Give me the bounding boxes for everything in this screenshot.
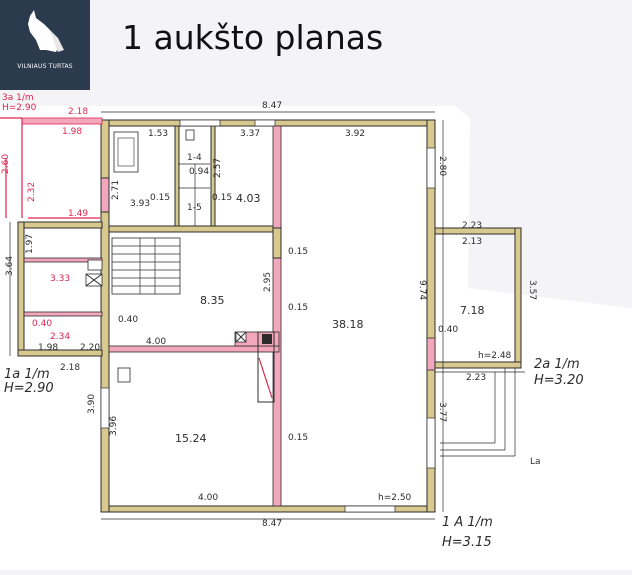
room-labels: 1.98 3.93 1-4 1-5 4.03 38.18 8.35 3.33 2… xyxy=(50,127,485,445)
dim-2-80: 2.80 xyxy=(437,156,447,176)
label-h-2-90-top: H=2.90 xyxy=(2,103,37,113)
dim-1-49: 1.49 xyxy=(68,209,88,219)
dim-0-15-d: 0.15 xyxy=(288,303,308,313)
stove xyxy=(117,331,275,403)
dim-1-53: 1.53 xyxy=(148,129,168,139)
dim-0-15-e: 0.15 xyxy=(288,433,308,443)
room-label-8-35: 8.35 xyxy=(200,294,225,307)
dim-3-64: 3.64 xyxy=(5,256,15,276)
staircase xyxy=(111,237,181,295)
label-h-3-15: H=3.15 xyxy=(442,535,492,550)
paper-sheet xyxy=(0,106,632,570)
bathroom-fixtures xyxy=(113,129,210,226)
openings xyxy=(100,119,436,513)
dimension-labels: 8.47 2.18 1.53 3.37 3.92 3a 1/m H=2.90 2… xyxy=(1,93,584,550)
dim-0-40-c: 0.40 xyxy=(32,319,52,329)
dim-0-40-a: 0.40 xyxy=(118,315,138,325)
dim-2-18-b: 2.18 xyxy=(60,363,80,373)
room-label-3-93: 3.93 xyxy=(130,199,150,209)
label-h-2-90: H=2.90 xyxy=(4,381,54,396)
dim-2-60: 2.60 xyxy=(1,154,11,174)
label-h-3-20: H=3.20 xyxy=(534,373,584,388)
label-2a: 2a 1/m xyxy=(534,357,580,372)
label-3a: 3a 1/m xyxy=(2,93,34,103)
dim-2-32: 2.32 xyxy=(27,182,37,202)
dim-0-94: 0.94 xyxy=(189,167,209,177)
right-annex xyxy=(434,227,525,457)
dim-h-2-50: h=2.50 xyxy=(378,493,412,503)
page-title: 1 aukšto planas xyxy=(122,18,384,57)
dim-2-20: 2.20 xyxy=(80,343,100,353)
wolf-logo-icon xyxy=(28,10,64,52)
room-label-1-5: 1-5 xyxy=(187,203,202,213)
dim-4-00-b: 4.00 xyxy=(198,493,218,503)
dim-2-18: 2.18 xyxy=(68,107,88,117)
room-label-2-34: 2.34 xyxy=(50,332,70,342)
dim-h-2-48: h=2.48 xyxy=(478,351,512,361)
dim-0-15-b: 0.15 xyxy=(212,193,232,203)
dim-0-15-a: 0.15 xyxy=(150,193,170,203)
dim-2-13: 2.13 xyxy=(462,237,482,247)
room-label-4-03: 4.03 xyxy=(236,192,261,205)
dim-9-74: 9.74 xyxy=(417,280,427,300)
label-1a: 1a 1/m xyxy=(4,367,50,382)
interior-walls xyxy=(100,125,282,507)
label-la: La xyxy=(530,457,541,467)
dim-3-57: 3.57 xyxy=(527,280,537,300)
dim-3-90: 3.90 xyxy=(87,394,97,414)
logo-text: VILNIAUS TURTAS xyxy=(17,63,73,70)
dim-2-57: 2.57 xyxy=(213,158,223,178)
dim-3-77: 3.77 xyxy=(437,402,447,422)
dim-3-96: 3.96 xyxy=(109,416,119,436)
dim-1-98: 1.98 xyxy=(38,343,58,353)
dim-2-23-bottom: 2.23 xyxy=(466,373,486,383)
dim-2-23-top: 2.23 xyxy=(462,221,482,231)
room-label-3-33: 3.33 xyxy=(50,274,70,284)
room-label-1-4: 1-4 xyxy=(187,153,202,163)
room-label-38-18: 38.18 xyxy=(332,318,364,331)
dim-2-71: 2.71 xyxy=(111,180,121,200)
dim-8-47-bottom: 8.47 xyxy=(262,519,282,529)
dim-2-95: 2.95 xyxy=(263,272,273,292)
floor-plan: .w{fill:#d8c98f;stroke:#2c2c2c;stroke-wi… xyxy=(0,88,632,570)
room-label-1-98: 1.98 xyxy=(62,127,82,137)
dim-4-00: 4.00 xyxy=(146,337,166,347)
dim-0-40-b: 0.40 xyxy=(438,325,458,335)
company-logo: VILNIAUS TURTAS xyxy=(0,0,90,90)
dim-3-37: 3.37 xyxy=(240,129,260,139)
dim-1-97: 1.97 xyxy=(25,234,35,254)
label-1a-bottom: 1 A 1/m xyxy=(442,515,493,530)
left-annex xyxy=(0,117,103,357)
dim-8-47-top: 8.47 xyxy=(262,101,282,111)
dim-3-92: 3.92 xyxy=(345,129,365,139)
dim-0-15-c: 0.15 xyxy=(288,247,308,257)
room-label-15-24: 15.24 xyxy=(175,432,207,445)
room-label-7-18: 7.18 xyxy=(460,304,485,317)
dimension-lines xyxy=(5,111,444,520)
